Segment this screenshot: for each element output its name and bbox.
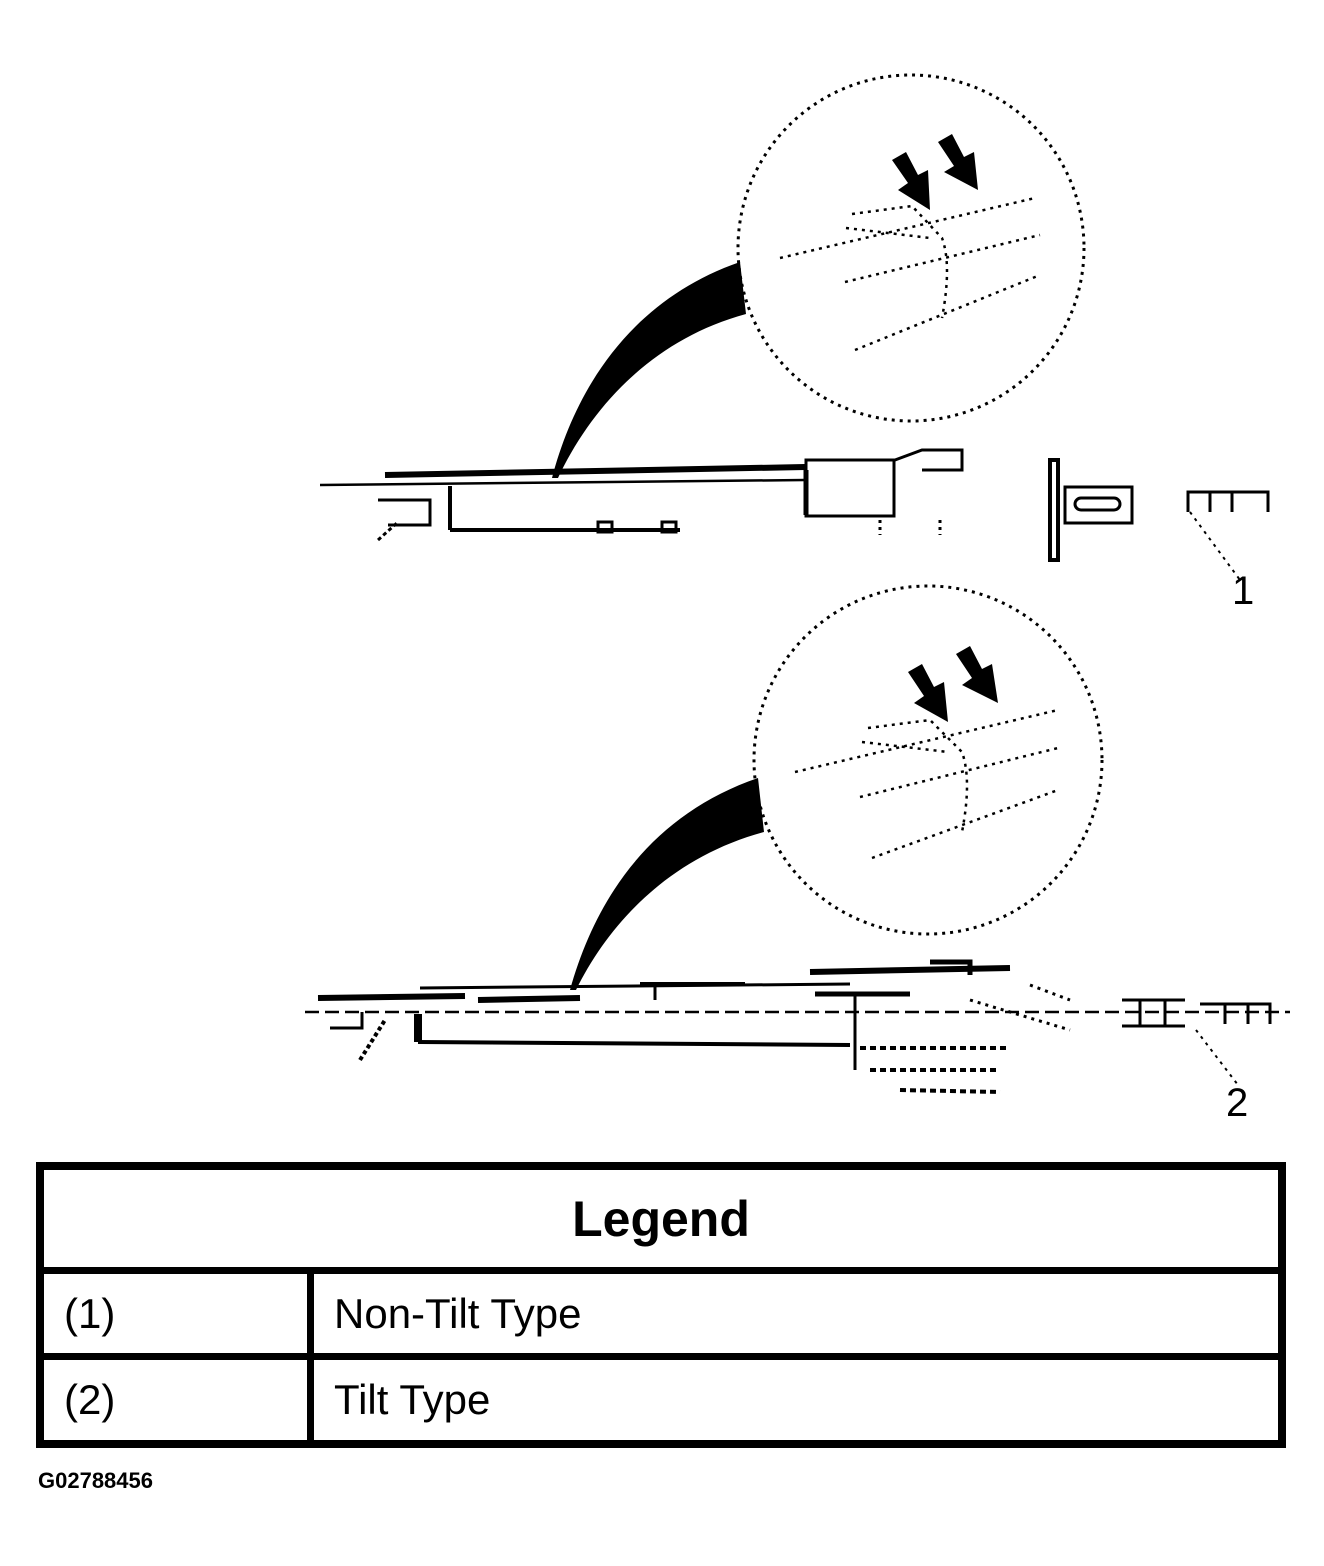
legend-number: (1): [44, 1274, 314, 1353]
detail-leader-2: [570, 778, 764, 990]
legend-table: Legend (1) Non-Tilt Type (2) Tilt Type: [36, 1162, 1286, 1448]
legend-title: Legend: [44, 1170, 1278, 1274]
detail-lines-1: [779, 196, 1041, 352]
non-tilt-column-body: [319, 448, 1270, 581]
detail-circle-2: [752, 584, 1104, 936]
callout-2: 2: [1226, 1081, 1248, 1125]
detail-leader-1: [552, 262, 746, 478]
non-tilt-column-illustration: 1: [319, 73, 1270, 613]
tilt-column-body: [305, 959, 1290, 1094]
legend-description: Tilt Type: [334, 1376, 491, 1423]
arrow-icon: [892, 134, 978, 210]
tilt-column-illustration: 2: [305, 584, 1290, 1125]
detail-lines-2: [794, 708, 1059, 860]
legend-description: Non-Tilt Type: [334, 1289, 582, 1337]
figure-id: G02788456: [38, 1468, 153, 1493]
legend-row: (2) Tilt Type: [44, 1360, 1278, 1440]
legend-number: (2): [44, 1360, 314, 1440]
steering-column-diagram: 1: [305, 73, 1290, 1125]
detail-circle-1: [736, 73, 1086, 423]
arrow-icon: [908, 646, 998, 722]
legend-row: (1) Non-Tilt Type: [44, 1274, 1278, 1360]
callout-1: 1: [1232, 569, 1254, 613]
